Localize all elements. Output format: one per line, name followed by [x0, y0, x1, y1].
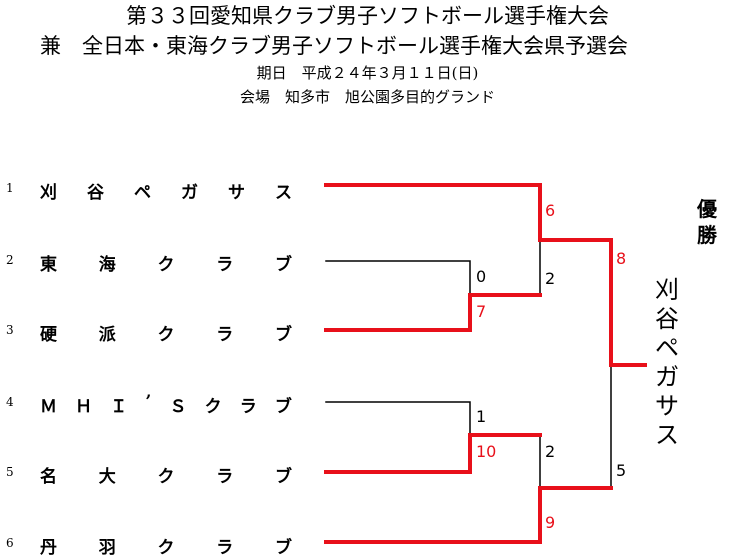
team-seed: 1	[6, 181, 14, 195]
team-name-char: ク	[157, 255, 175, 275]
score-sf1-loser: 2	[545, 269, 556, 288]
team-name-char: ’	[145, 392, 152, 412]
bracket-line-winner	[324, 433, 542, 474]
team-name-char: 海	[98, 255, 116, 275]
team-name-char: サ	[228, 183, 245, 203]
team-name-char: ス	[275, 183, 292, 203]
team-name-char: ラ	[216, 325, 234, 345]
team-name-char: 東	[40, 255, 57, 275]
bracket-line-winner	[324, 486, 613, 544]
score-r1-bot-winner: 10	[476, 442, 497, 461]
team-seed: 5	[6, 465, 14, 479]
team-name: 硬派クラブ	[40, 320, 292, 345]
team-name-char: ブ	[275, 538, 292, 558]
team-name: 刈谷ペガサス	[40, 178, 292, 203]
score-final-winner: 8	[616, 249, 627, 268]
score-final-loser: 5	[616, 461, 627, 480]
team-name-char: ク	[204, 397, 222, 417]
team-seed: 6	[6, 536, 14, 550]
team-name-char: 名	[40, 467, 57, 487]
team-name-char: ブ	[275, 255, 292, 275]
team-name-char: 刈	[40, 183, 57, 203]
team-name-char: ラ	[216, 467, 234, 487]
team-name-char: 羽	[98, 538, 116, 558]
champion-label: 優 勝	[697, 197, 717, 247]
bracket-line-winner	[324, 183, 647, 367]
team-name-char: Ｉ	[110, 397, 128, 417]
event-date: 期日 平成２４年３月１１日(日)	[256, 64, 479, 82]
team-name: 東海クラブ	[40, 250, 292, 275]
score-sf2-winner: 9	[545, 513, 556, 532]
tournament-subtitle: 兼 全日本・東海クラブ男子ソフトボール選手権大会県予選会	[40, 34, 628, 58]
team-name-char: ガ	[181, 183, 198, 203]
team-name-char: ラ	[216, 538, 234, 558]
tournament-title: 第３３回愛知県クラブ男子ソフトボール選手権大会	[126, 4, 609, 28]
team-seed: 2	[6, 253, 14, 267]
team-name-char: Ｍ	[40, 397, 57, 417]
team-name-char: 硬	[40, 325, 57, 345]
bracket-line-winner	[324, 293, 542, 332]
score-sf1-winner: 6	[545, 201, 556, 220]
team-name-char: Ｓ	[169, 397, 187, 417]
champion-name: 刈 谷 ペ ガ サ ス	[655, 276, 679, 449]
team-name-char: ク	[157, 325, 175, 345]
score-r1-bot-loser: 1	[476, 407, 487, 426]
team-name: 名大クラブ	[40, 462, 292, 487]
team-name-char: 丹	[40, 538, 57, 558]
score-r1-top-loser: 0	[476, 267, 487, 286]
team-name-char: ラ	[239, 397, 257, 417]
team-name-char: ブ	[274, 397, 292, 417]
team-name-char: ブ	[275, 325, 292, 345]
team-name-char: 谷	[87, 183, 104, 203]
team-name: 丹羽クラブ	[40, 533, 292, 558]
event-venue: 会場 知多市 旭公園多目的グランド	[239, 88, 495, 106]
score-r1-top-winner: 7	[476, 302, 487, 321]
team-name-char: 派	[98, 325, 116, 345]
team-name-char: ブ	[275, 467, 292, 487]
team-seed: 3	[6, 323, 14, 337]
bracket-line-loser	[325, 401, 471, 436]
team-name-char: ク	[157, 467, 175, 487]
team-name-char: Ｈ	[75, 397, 93, 417]
score-sf2-loser: 2	[545, 442, 556, 461]
bracket-line-loser	[325, 260, 471, 296]
team-name-char: ラ	[216, 255, 234, 275]
team-name-char: ペ	[134, 183, 151, 203]
team-name-char: ク	[157, 538, 175, 558]
team-seed: 4	[6, 395, 14, 409]
team-name-char: 大	[98, 467, 116, 487]
